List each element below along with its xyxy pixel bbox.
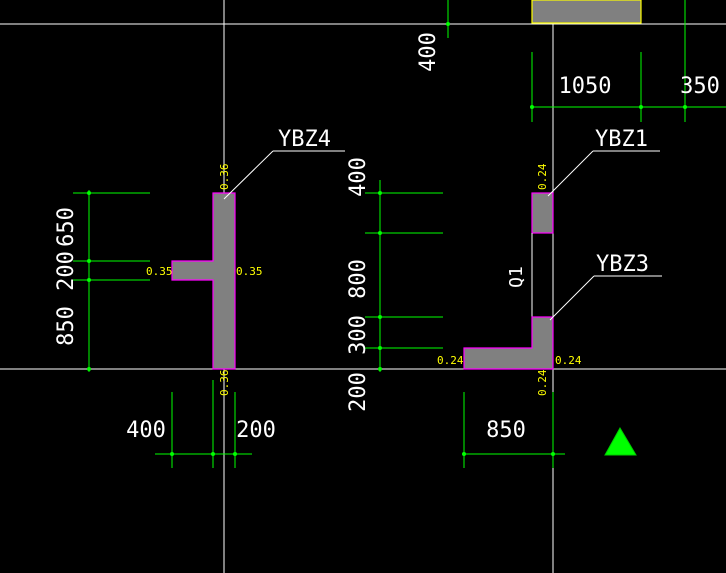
ybz4-thickness-left: 0.35	[146, 265, 173, 278]
ybz1-leader-line	[547, 150, 594, 197]
dim-tick	[530, 105, 534, 109]
q1-label: Q1	[506, 266, 527, 288]
dim-text-bottom-400: 400	[126, 418, 166, 443]
dim-text-top-1050: 1050	[559, 74, 612, 99]
dim-text-top-400: 400	[416, 32, 441, 72]
green-triangle-icon[interactable]	[604, 426, 637, 456]
dim-tick	[462, 452, 466, 456]
ybz1-wall[interactable]: YBZ1 0.24	[531, 127, 660, 234]
ybz4-thickness-right: 0.35	[236, 265, 263, 278]
bottom-right-dimension-group: 850	[462, 392, 565, 468]
dim-tick	[378, 315, 382, 319]
dim-text-top-350: 350	[680, 74, 720, 99]
dim-tick	[446, 22, 450, 26]
top-dimension-group: 400 1050 350	[416, 0, 726, 122]
middle-dimension-group: 400 800 300 200	[346, 157, 443, 412]
left-dimension-group: 650 200 850	[54, 190, 150, 372]
ybz3-wall[interactable]: YBZ3 0.24 0.24 0.24	[437, 252, 662, 396]
ybz3-thickness-bottom: 0.24	[536, 369, 549, 396]
ybz1-shape[interactable]	[531, 192, 554, 234]
dim-tick	[233, 452, 237, 456]
ybz3-label: YBZ3	[596, 252, 649, 277]
dim-tick	[551, 452, 555, 456]
dim-tick	[87, 259, 91, 263]
dim-text-mid-400: 400	[346, 157, 371, 197]
ybz1-label: YBZ1	[595, 127, 648, 152]
dim-text-bottom-850: 850	[486, 418, 526, 443]
dim-tick	[87, 367, 91, 371]
ybz4-shape[interactable]	[171, 192, 236, 370]
dim-tick	[378, 231, 382, 235]
dim-tick	[87, 191, 91, 195]
dim-text-mid-200: 200	[346, 372, 371, 412]
top-wall-block[interactable]	[531, 0, 642, 24]
dim-text-mid-800: 800	[346, 259, 371, 299]
dim-text-left-200: 200	[54, 251, 79, 291]
ybz4-label: YBZ4	[278, 127, 331, 152]
bottom-left-dimension-group: 400 200	[126, 380, 276, 468]
ybz3-shape[interactable]	[463, 316, 554, 370]
dim-tick	[378, 346, 382, 350]
dim-tick	[170, 452, 174, 456]
ybz4-thickness-bottom: 0.36	[218, 370, 231, 397]
dim-text-bottom-200: 200	[236, 418, 276, 443]
ybz4-leader-line	[223, 150, 274, 200]
dim-text-left-850: 850	[54, 306, 79, 346]
ybz4-wall[interactable]: YBZ4 0.36 0.36 0.35 0.35	[146, 127, 345, 396]
ybz4-thickness-top: 0.36	[218, 164, 231, 191]
dim-text-left-650: 650	[54, 207, 79, 247]
ybz3-thickness-right: 0.24	[555, 354, 582, 367]
ybz3-leader-line	[549, 275, 595, 321]
dim-tick	[378, 367, 382, 371]
dim-tick	[378, 191, 382, 195]
ybz3-thickness-left: 0.24	[437, 354, 464, 367]
dim-tick	[639, 105, 643, 109]
dim-tick	[211, 452, 215, 456]
dim-text-mid-300: 300	[346, 315, 371, 355]
ybz1-thickness-top: 0.24	[536, 163, 549, 190]
dim-tick	[683, 105, 687, 109]
dim-tick	[87, 278, 91, 282]
